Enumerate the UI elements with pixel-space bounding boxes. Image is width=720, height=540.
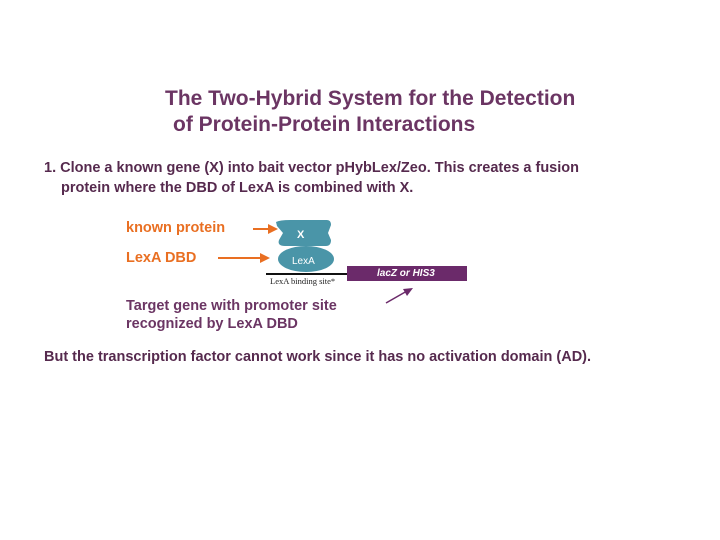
reporter-gene-box: lacZ or HIS3 xyxy=(347,266,467,281)
lexa-dbd-shape xyxy=(278,246,334,272)
slide-title-line2: of Protein-Protein Interactions xyxy=(173,113,476,136)
slide-title-line1: The Two-Hybrid System for the Detection xyxy=(165,87,576,110)
lexa-label: LexA xyxy=(292,256,315,267)
reporter-gene-label: lacZ or HIS3 xyxy=(377,268,435,279)
x-protein-label: X xyxy=(297,229,305,241)
step-1-text: 1. Clone a known gene (X) into bait vect… xyxy=(44,158,579,198)
target-gene-line2: recognized by LexA DBD xyxy=(126,316,298,332)
x-protein-shape xyxy=(276,220,331,246)
target-gene-line1: Target gene with promoter site xyxy=(126,298,337,314)
known-protein-arrow xyxy=(253,224,278,234)
step-1-line1: 1. Clone a known gene (X) into bait vect… xyxy=(44,160,579,176)
target-gene-arrow xyxy=(385,288,413,304)
dna-promoter-line xyxy=(266,273,348,275)
lexa-dbd-label: LexA DBD xyxy=(126,250,197,266)
step-1-line2: protein where the DBD of LexA is combine… xyxy=(61,180,414,196)
target-gene-label: Target gene with promoter site recognize… xyxy=(126,297,337,333)
known-protein-label: known protein xyxy=(126,220,226,236)
lexa-binding-site-label: LexA binding site* xyxy=(270,276,336,286)
lexa-dbd-arrow xyxy=(218,253,270,263)
slide-title: The Two-Hybrid System for the Detection … xyxy=(165,86,575,138)
no-activation-domain-note: But the transcription factor cannot work… xyxy=(44,349,592,365)
